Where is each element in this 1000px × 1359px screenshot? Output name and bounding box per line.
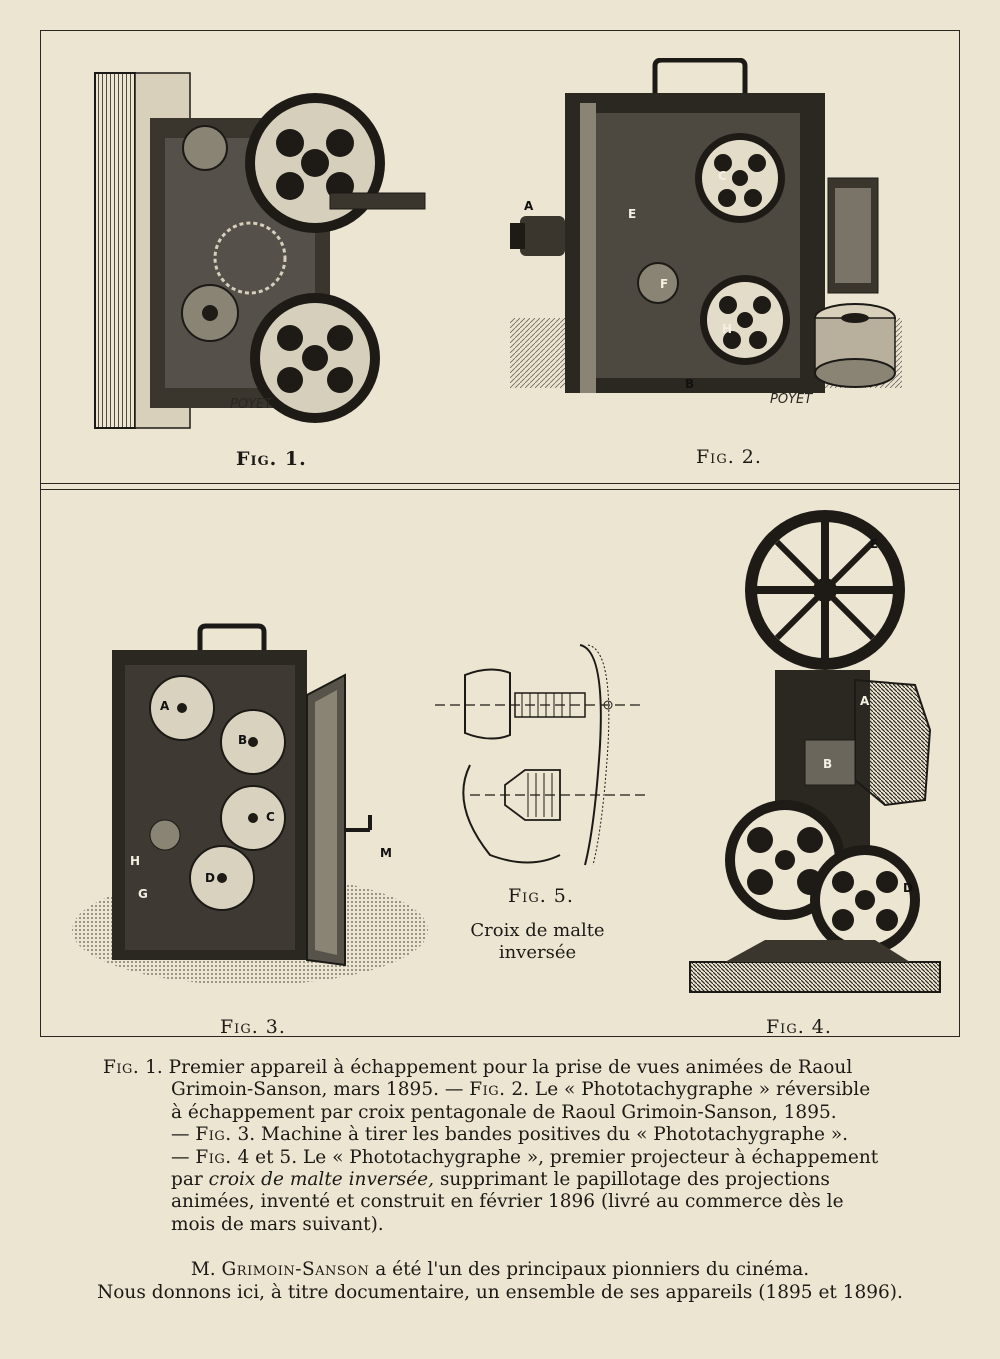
caption-line-5: — Fig. 4 et 5. Le « Phototachygraphe », … [103,1147,911,1169]
fig2-letter-b: B [685,377,694,391]
section-divider [40,483,960,484]
fig3-letter-g: G [138,887,148,901]
caption-text: 2. Le « Phototachygraphe » réversible [505,1079,871,1101]
section-divider-inner [40,489,960,490]
fig1-label: Fig. 1. [236,448,307,470]
fig2-letter-c: C [718,169,727,183]
fig5-caption-line2: inversée [498,942,577,963]
fig2-signature: POYET [770,392,813,407]
caption-line-1: Fig. 1. Premier appareil à échappement p… [103,1057,911,1079]
caption-text: 4 et 5. Le « Phototachygraphe », premier… [231,1146,879,1168]
caption-line-7: animées, inventé et construit en février… [171,1191,844,1213]
fig4-letter-b: B [823,757,832,771]
fig4-illustration: E A B D [685,500,947,1000]
caption-text: supprimant le papillotage des projection… [433,1169,830,1191]
fig3-letter-b: B [238,733,247,747]
fig1-illustration: POYET [90,68,435,438]
fig4-letter-d: D [903,881,913,895]
fig3-letter-a: A [160,699,170,713]
caption-fig-ref: Fig. [195,1124,232,1146]
footer-line-1: M. Grimoin-Sanson a été l'un des princip… [40,1258,960,1281]
fig2-label: Fig. 2. [696,446,762,468]
caption-line-2: Grimoin-Sanson, mars 1895. — Fig. 2. Le … [103,1079,911,1101]
footer-text: a été l'un des principaux pionniers du c… [369,1259,810,1280]
caption-fig-ref: Fig. [195,1146,232,1168]
fig2-letter-a: A [524,199,534,213]
plate-frame [40,30,960,1037]
caption-fig-ref: Fig. [103,1057,140,1078]
fig2-letter-f: F [660,277,668,291]
caption-text: Grimoin-Sanson, mars 1895. — [171,1079,470,1101]
caption-line-4: — Fig. 3. Machine à tirer les bandes pos… [103,1124,911,1146]
caption-text: par [171,1169,209,1191]
page-footer: M. Grimoin-Sanson a été l'un des princip… [40,1258,960,1304]
caption-line-3: à échappement par croix pentagonale de R… [171,1101,837,1123]
caption-line-6: par croix de malte inversée, supprimant … [103,1169,911,1191]
caption-text: — [171,1124,196,1146]
fig3-letter-c: C [266,810,275,824]
fig5-caption: Croix de malte inversée [450,920,625,964]
fig3-illustration: A B C D G H M [70,620,445,995]
fig3-letter-h: H [130,854,140,868]
footer-text: M. [190,1259,222,1280]
caption-fig-ref: Fig. [469,1079,506,1101]
fig2-letter-e: E [628,207,636,221]
fig3-letter-d: D [205,871,215,885]
fig5-label: Fig. 5. [508,885,574,907]
caption-emphasis: croix de malte inversée, [208,1169,434,1191]
figure-caption: Fig. 1. Premier appareil à échappement p… [103,1057,911,1236]
fig4-label: Fig. 4. [766,1016,832,1038]
caption-text: — [171,1146,196,1168]
fig3-letter-m: M [380,846,392,860]
fig2-illustration: A B C E F H POYET [510,58,902,410]
fig1-signature: POYET [230,397,273,412]
fig3-label: Fig. 3. [220,1016,286,1038]
fig5-illustration [430,625,650,870]
footer-line-2: Nous donnons ici, à titre documentaire, … [97,1282,903,1303]
fig4-letter-a: A [860,694,870,708]
fig5-caption-line1: Croix de malte [470,920,605,941]
fig2-letter-h: H [722,322,732,336]
caption-text: 1. Premier appareil à échappement pour l… [139,1057,853,1078]
fig4-letter-e: E [870,537,878,551]
caption-line-8: mois de mars suivant). [171,1213,384,1235]
footer-name: Grimoin-Sanson [221,1259,370,1280]
caption-text: 3. Machine à tirer les bandes positives … [231,1124,849,1146]
